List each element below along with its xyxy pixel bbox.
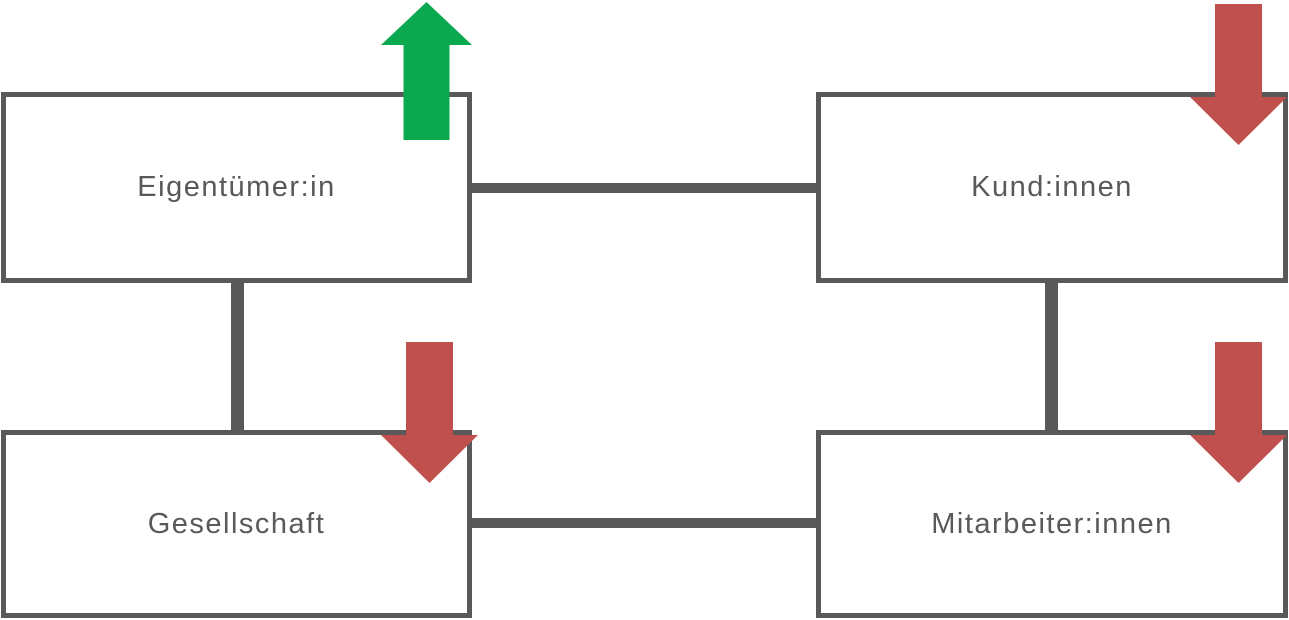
node-kunden-label: Kund:innen bbox=[971, 171, 1133, 203]
node-eigentuemer-label: Eigentümer:in bbox=[137, 171, 336, 203]
arrow-down-icon bbox=[381, 342, 478, 483]
connector-eigentuemer-gesellschaft bbox=[231, 283, 244, 430]
arrow-down-shape bbox=[381, 342, 478, 483]
node-mitarbeiter: Mitarbeiter:innen bbox=[816, 430, 1288, 618]
arrow-down-icon bbox=[1190, 342, 1287, 483]
connector-kunden-mitarbeiter bbox=[1045, 283, 1058, 430]
connector-eigentuemer-kunden bbox=[472, 183, 816, 193]
arrow-up-shape bbox=[381, 2, 472, 140]
arrow-up-icon bbox=[381, 2, 472, 140]
node-gesellschaft-label: Gesellschaft bbox=[147, 507, 326, 540]
node-mitarbeiter-label: Mitarbeiter:innen bbox=[931, 507, 1173, 540]
node-kunden: Kund:innen bbox=[816, 92, 1288, 283]
node-eigentuemer: Eigentümer:in bbox=[1, 92, 472, 283]
node-gesellschaft: Gesellschaft bbox=[1, 430, 472, 618]
arrow-down-shape bbox=[1190, 342, 1287, 483]
connector-gesellschaft-mitarbeiter bbox=[472, 518, 816, 528]
arrow-down-icon bbox=[1190, 4, 1287, 145]
arrow-down-shape bbox=[1190, 4, 1287, 145]
